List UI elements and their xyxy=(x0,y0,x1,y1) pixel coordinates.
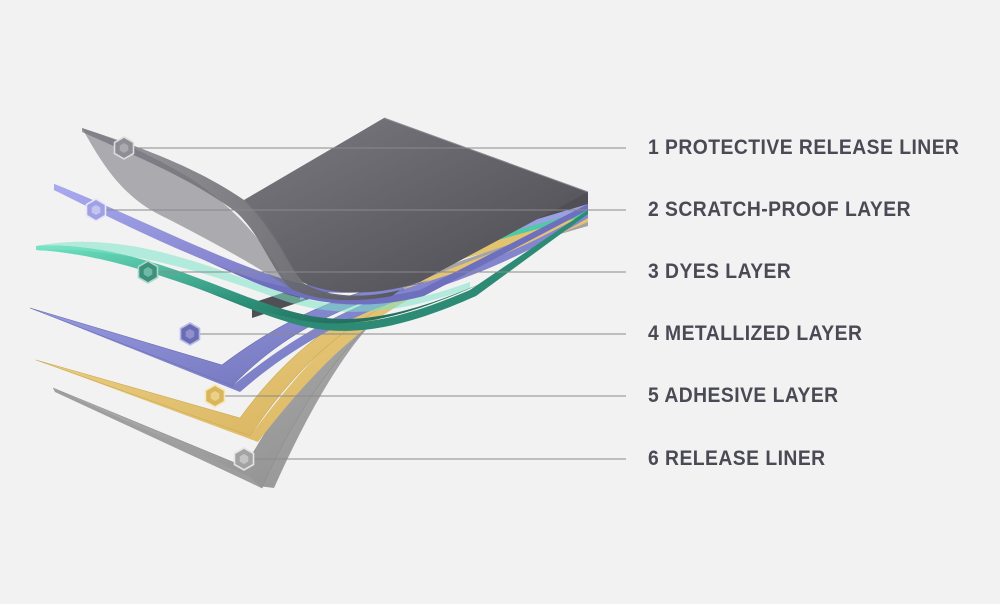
layer-1-curl xyxy=(82,128,400,301)
layer-label-6: 6 RELEASE LINER xyxy=(648,447,826,470)
hexagon-marker-icon xyxy=(85,198,107,222)
layer-label-2: 2 SCRATCH-PROOF LAYER xyxy=(648,198,911,221)
layer-2-sheet xyxy=(54,184,588,305)
layer-1-top xyxy=(244,118,588,293)
layer-label-1: 1 PROTECTIVE RELEASE LINER xyxy=(648,136,960,159)
hexagon-marker-icon xyxy=(113,136,135,160)
layer-label-3: 3 DYES LAYER xyxy=(648,260,792,283)
leader-lines xyxy=(96,147,626,460)
hexagon-marker-icon xyxy=(204,384,226,408)
hexagon-markers xyxy=(85,136,255,471)
hexagon-marker-icon xyxy=(233,447,255,471)
layer-label-4: 4 METALLIZED LAYER xyxy=(648,322,863,345)
hexagon-marker-icon xyxy=(179,322,201,346)
layer-label-5: 5 ADHESIVE LAYER xyxy=(648,384,839,407)
layer-3-sheet xyxy=(36,210,588,331)
hexagon-marker-icon xyxy=(137,260,159,284)
